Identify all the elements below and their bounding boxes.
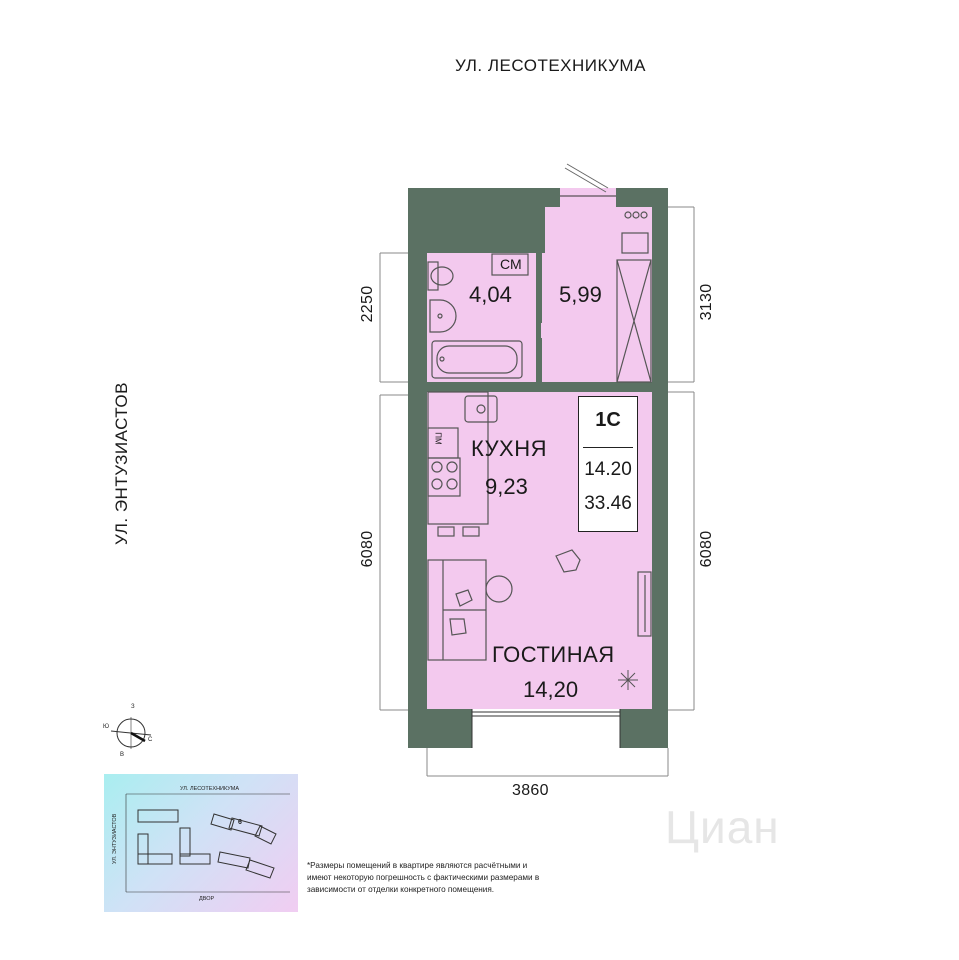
- apartment-type: 1С: [595, 409, 621, 431]
- compass-icon: [110, 717, 152, 749]
- dim-left-bottom: 6080: [359, 530, 376, 568]
- watermark-logo: Циан: [665, 801, 780, 853]
- apartment-info-box: 1С 14.20 33.46: [578, 396, 638, 532]
- minimap-buildings: [125, 793, 290, 893]
- bathroom-area: 4,04: [469, 282, 512, 307]
- dimension-lines: [379, 206, 695, 777]
- street-label-top: УЛ. ЛЕСОТЕХНИКУМА: [455, 56, 646, 75]
- minimap-building-number: 6: [238, 819, 242, 826]
- hallway-area: 5,99: [559, 282, 602, 307]
- kitchen-name: КУХНЯ: [471, 436, 547, 461]
- compass-w: Ю: [103, 724, 110, 730]
- dim-bottom: 3860: [512, 782, 549, 799]
- hallway-fixtures: [616, 211, 652, 383]
- dishwasher-label: ПМ: [433, 432, 443, 445]
- living-area: 14,20: [523, 677, 579, 702]
- dim-right-top: 3130: [698, 283, 715, 321]
- dim-right-bottom: 6080: [698, 530, 715, 568]
- plant-icon: [618, 670, 638, 690]
- kitchen-fixtures: [427, 391, 498, 537]
- total-area-value: 33.46: [584, 493, 632, 514]
- dim-left-top: 2250: [359, 285, 376, 323]
- site-minimap: УЛ. ЛЕСОТЕХНИКУМА УЛ. ЭНТУЗИАСТОВ ДВОР 6: [104, 774, 298, 912]
- living-furniture: [427, 549, 652, 661]
- inner-walls: [427, 207, 652, 392]
- compass-e: С: [148, 737, 153, 743]
- living-area-value: 14.20: [584, 459, 632, 480]
- dimensions-disclaimer: *Размеры помещений в квартире являются р…: [307, 861, 540, 894]
- bathroom-tag: СМ: [500, 256, 522, 272]
- minimap-bottom-label: ДВОР: [199, 896, 215, 902]
- compass-n: З: [131, 704, 135, 710]
- bathroom-fixtures: [427, 253, 529, 379]
- compass-s: В: [120, 752, 125, 758]
- living-name: ГОСТИНАЯ: [492, 642, 615, 667]
- minimap-top-label: УЛ. ЛЕСОТЕХНИКУМА: [180, 786, 240, 792]
- info-divider: [583, 447, 633, 448]
- kitchen-area: 9,23: [485, 474, 528, 499]
